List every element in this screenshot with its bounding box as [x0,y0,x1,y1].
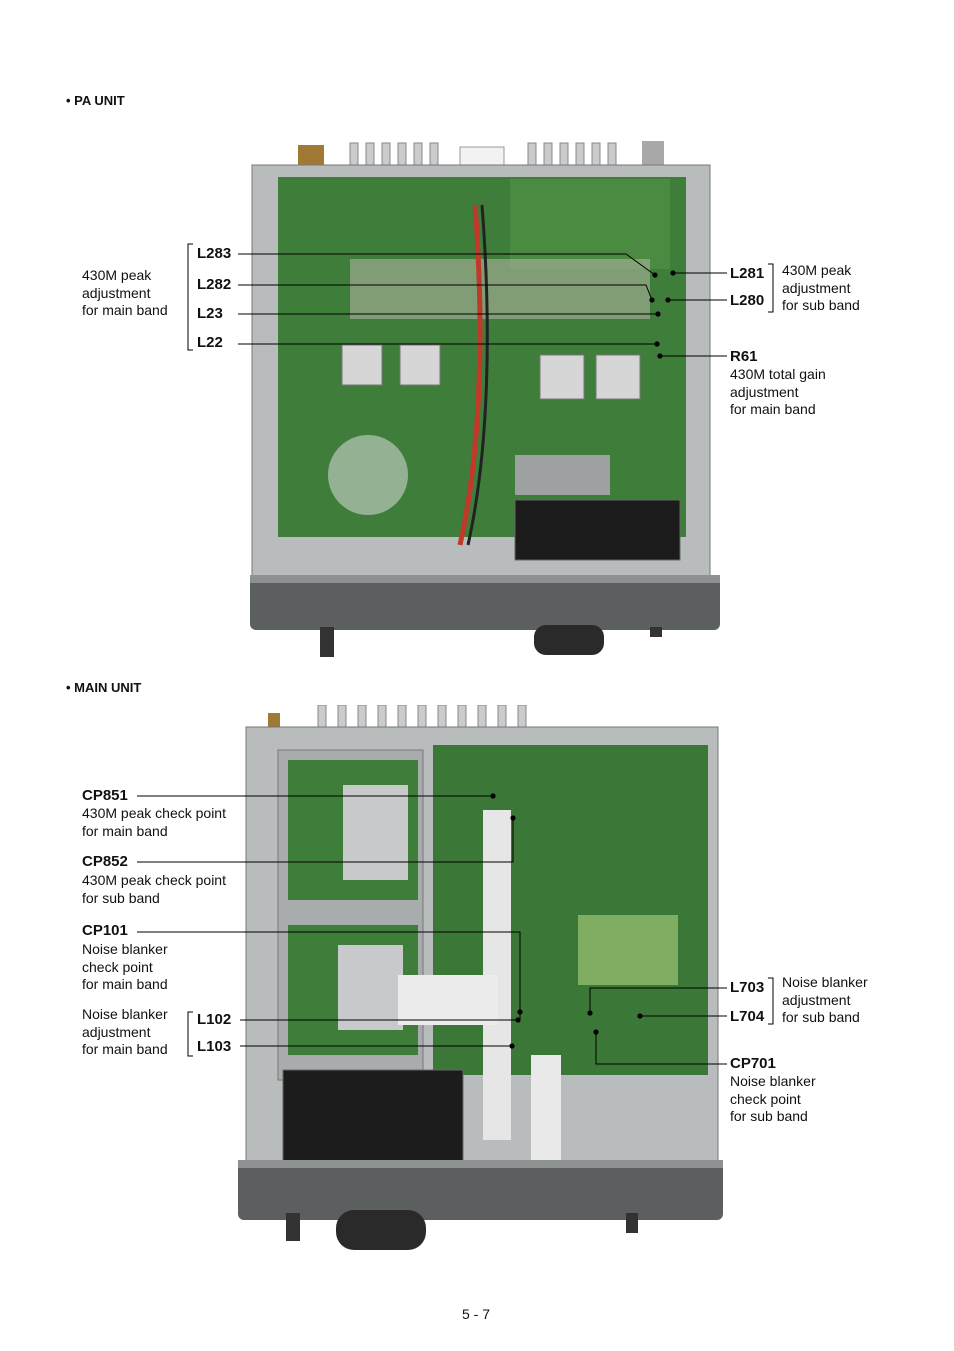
pa-unit-title: • PA UNIT [66,93,125,108]
label-cp851: CP851 [82,787,128,804]
label-l103: L103 [197,1038,232,1055]
cp851-desc: 430M peak check point for main band [82,805,226,839]
nb-sub-adjust-desc: Noise blanker adjustment for sub band [782,974,868,1025]
label-l283: L283 [197,245,232,262]
main-unit-title: • MAIN UNIT [66,680,142,695]
label-l281: L281 [730,265,765,282]
cp101-desc: Noise blanker check point for main band [82,941,168,992]
pa-main-band-peak-desc: 430M peak adjustment for main band [82,267,168,318]
page-number: 5 - 7 [462,1306,491,1322]
pa-unit-photo [250,135,720,665]
label-l703: L703 [730,979,765,996]
label-cp701: CP701 [730,1055,776,1072]
label-l280: L280 [730,292,765,309]
main-unit-photo [238,705,728,1250]
label-l102: L102 [197,1011,232,1028]
label-cp101: CP101 [82,922,128,939]
cp701-desc: Noise blanker check point for sub band [730,1073,816,1124]
label-cp852: CP852 [82,853,128,870]
label-l23: L23 [197,305,223,322]
label-l22: L22 [197,334,223,351]
label-l282: L282 [197,276,232,293]
nb-main-adjust-desc: Noise blanker adjustment for main band [82,1006,168,1057]
label-r61: R61 [730,348,758,365]
r61-desc: 430M total gain adjustment for main band [730,366,826,417]
label-l704: L704 [730,1008,765,1025]
pa-sub-band-peak-desc: 430M peak adjustment for sub band [782,262,860,313]
cp852-desc: 430M peak check point for sub band [82,872,226,906]
